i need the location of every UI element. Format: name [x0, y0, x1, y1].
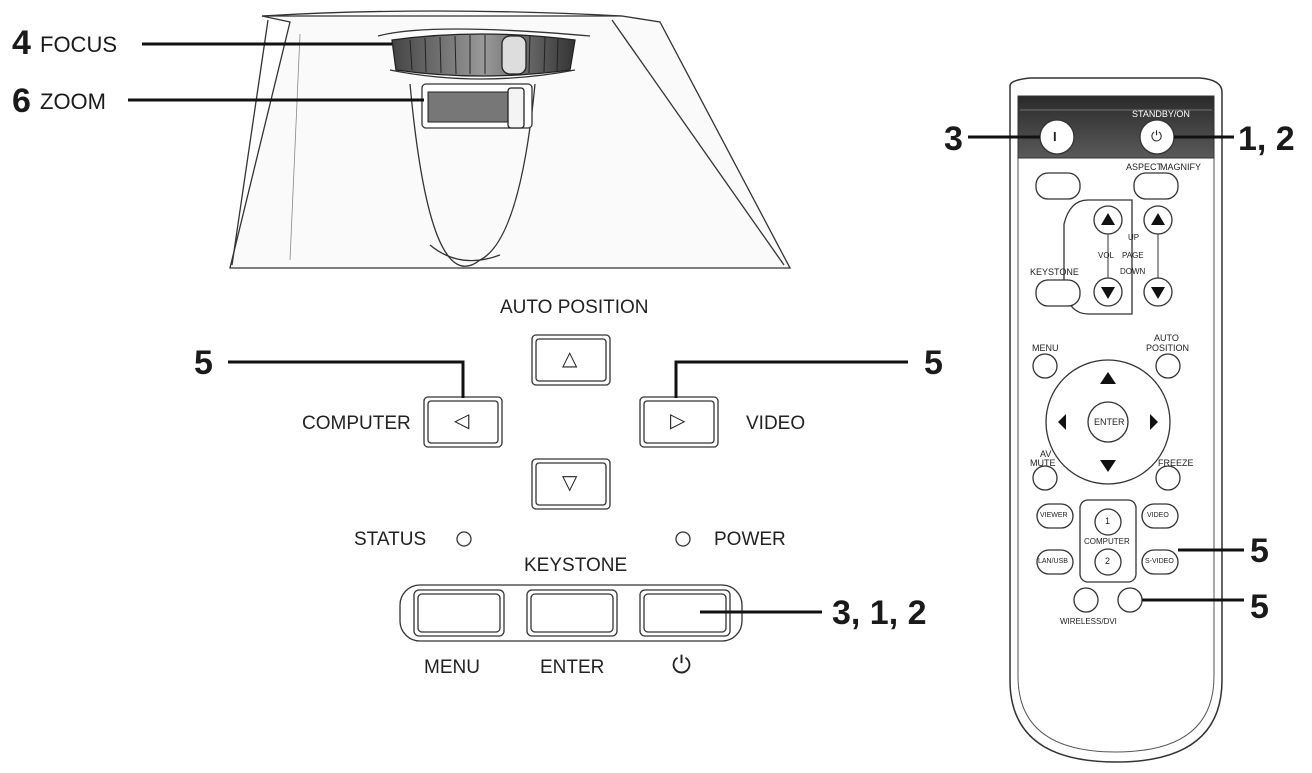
- remote-freeze-button[interactable]: [1155, 465, 1181, 491]
- remote-keystone-label: KEYSTONE: [1030, 267, 1079, 277]
- remote-viewer-label: VIEWER: [1040, 512, 1068, 519]
- remote-on-icon: I: [1053, 129, 1057, 144]
- keystone-label: KEYSTONE: [524, 555, 628, 576]
- vol-down-icon: [1101, 287, 1115, 299]
- remote-dvi-button[interactable]: [1117, 587, 1143, 613]
- vol-up-icon: [1101, 213, 1115, 225]
- remote-av-label: AV: [1040, 449, 1052, 459]
- zoom-number: 6: [12, 82, 31, 120]
- remote-mute-label: MUTE: [1030, 458, 1056, 468]
- remote-video-button[interactable]: [1141, 503, 1179, 529]
- menu-label: MENU: [424, 657, 480, 678]
- dpad-right-icon: [1150, 414, 1158, 430]
- callout-remote-source: 5: [1250, 532, 1269, 570]
- remote-video-label: VIDEO: [1147, 512, 1169, 519]
- right-5-callout-line: [674, 360, 908, 398]
- remote-usb-label: LAN/USB: [1038, 558, 1068, 565]
- focus-label: FOCUS: [40, 32, 117, 57]
- projector-top: [229, 10, 792, 269]
- remote-magnify-label: MAGNIFY: [1160, 162, 1202, 172]
- control-panel: [399, 334, 743, 642]
- remote-auto-position-button[interactable]: [1155, 353, 1181, 379]
- callout-remote-on: 3: [944, 120, 963, 158]
- zoom-lever: [421, 83, 533, 129]
- remote-menu-label: MENU: [1032, 343, 1059, 353]
- status-led: [456, 531, 472, 547]
- remote-enter-label: ENTER: [1094, 417, 1125, 427]
- dpad-down-icon: [1100, 460, 1116, 472]
- remote-viewer-button[interactable]: [1036, 503, 1074, 529]
- remote-up-label: UP: [1128, 233, 1140, 242]
- remote-wireless-button[interactable]: [1073, 587, 1099, 613]
- right-arrow-icon: ▷: [670, 410, 686, 432]
- up-arrow-icon: △: [562, 348, 578, 370]
- remote-keystone-button[interactable]: [1035, 279, 1081, 307]
- enter-label: ENTER: [540, 657, 605, 678]
- zoom-label: ZOOM: [40, 89, 106, 114]
- video-label: VIDEO: [746, 413, 806, 434]
- callout-panel-power: 3, 1, 2: [832, 594, 927, 632]
- status-label: STATUS: [354, 529, 427, 550]
- remote-arrow-glyphs: [1058, 213, 1165, 472]
- dpad-up-icon: [1100, 372, 1116, 384]
- focus-ring: [391, 33, 576, 77]
- remote-auto-label: AUTO: [1154, 333, 1179, 343]
- remote-computer-2-button[interactable]: [1094, 548, 1122, 576]
- callout-left-5: 5: [194, 344, 213, 382]
- remote-svideo-label: S-VIDEO: [1145, 558, 1174, 565]
- callout-right-5: 5: [924, 344, 943, 382]
- power-led: [675, 531, 691, 547]
- page-down-icon: [1151, 287, 1165, 299]
- left-arrow-icon: ◁: [454, 410, 470, 432]
- remote-computer-label: COMPUTER: [1084, 537, 1130, 546]
- remote-on-button[interactable]: [1039, 119, 1075, 155]
- remote-aspect-button[interactable]: [1035, 172, 1081, 200]
- callout-remote-wireless: 5: [1250, 588, 1269, 626]
- callout-remote-standby: 1, 2: [1238, 120, 1295, 158]
- power-label: POWER: [714, 529, 786, 550]
- dpad-left-icon: [1058, 414, 1066, 430]
- left-5-callout-line: [228, 360, 465, 398]
- remote-computer-1-button[interactable]: [1094, 508, 1122, 536]
- remote-aspect-label: ASPECT: [1126, 162, 1163, 172]
- remote-computer-2-label: 2: [1105, 556, 1111, 566]
- remote-standby-on-label: STANDBY/ON: [1132, 109, 1190, 119]
- remote-menu-button[interactable]: [1032, 353, 1058, 379]
- remote-page-label: PAGE: [1122, 251, 1144, 260]
- focus-number: 4: [12, 24, 31, 62]
- remote-usb-button[interactable]: [1036, 549, 1074, 575]
- remote-standby-icon: ⏻: [1151, 128, 1163, 144]
- remote-enter-button[interactable]: [1087, 401, 1129, 443]
- remote-wireless-label: WIRELESS/DVI: [1060, 617, 1117, 626]
- remote-magnify-button[interactable]: [1133, 172, 1179, 200]
- remote-down-label: DOWN: [1120, 267, 1146, 276]
- remote-av-mute-button[interactable]: [1032, 465, 1058, 491]
- auto-position-label: AUTO POSITION: [500, 297, 649, 318]
- page-up-icon: [1151, 213, 1165, 225]
- remote-computer-1-label: 1: [1105, 516, 1111, 526]
- remote-vol-label: VOL: [1098, 251, 1115, 260]
- remote-freeze-label: FREEZE: [1158, 458, 1194, 468]
- computer-label: COMPUTER: [302, 413, 411, 434]
- remote-svideo-button[interactable]: [1141, 549, 1179, 575]
- down-arrow-icon: ▽: [562, 472, 578, 494]
- remote-position-label: POSITION: [1146, 343, 1190, 353]
- power-symbol-icon: ⏻: [672, 652, 691, 679]
